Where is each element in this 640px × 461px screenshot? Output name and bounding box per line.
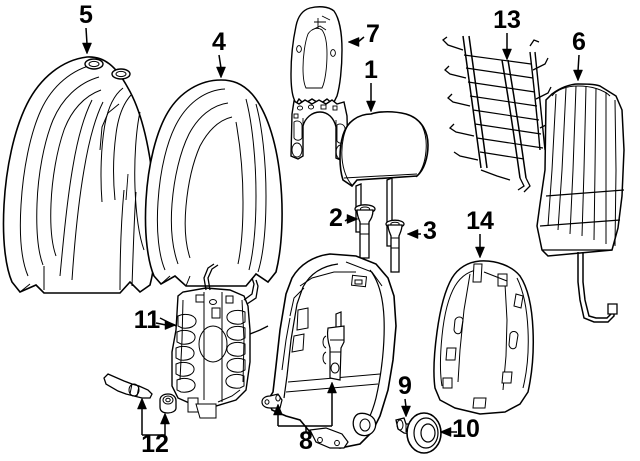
callout-11: 11: [134, 306, 177, 334]
part-lumbar-adjust-rod: [103, 373, 153, 399]
callout-label-4: 4: [212, 28, 226, 56]
part-seat-heating-element: [536, 83, 625, 323]
part-seat-back-wire-spring-mat: [442, 35, 556, 193]
part-headrest-guide-sleeve-right: [385, 219, 405, 273]
part-seat-back-upper-bracket: [290, 6, 349, 162]
callout-label-2: 2: [329, 204, 343, 232]
callout-label-6: 6: [572, 28, 586, 56]
part-headrest-guide-sleeve-left: [354, 204, 376, 259]
part-lumbar-grommet: [159, 393, 177, 414]
callout-label-8: 8: [299, 427, 313, 455]
callout-13: 13: [493, 6, 521, 61]
callout-14: 14: [466, 207, 494, 259]
callout-label-1: 1: [364, 56, 378, 84]
part-recliner-handle-cap: [406, 412, 442, 454]
part-seat-back-foam-cushion: [144, 79, 283, 287]
callout-3: 3: [406, 217, 437, 245]
callout-label-3: 3: [423, 217, 437, 245]
callout-label-11: 11: [134, 306, 161, 334]
callout-label-12: 12: [141, 430, 169, 458]
callout-4: 4: [212, 28, 226, 79]
part-seat-back-frame: [261, 253, 397, 449]
callout-6: 6: [572, 28, 586, 82]
callout-8: 8: [273, 381, 337, 455]
callout-9: 9: [398, 372, 412, 418]
callout-label-13: 13: [493, 6, 521, 34]
callout-label-14: 14: [466, 207, 494, 235]
part-headrest-assembly: [339, 110, 429, 247]
callout-10: 10: [439, 415, 480, 443]
callout-1: 1: [364, 56, 378, 113]
part-lumbar-support-panel: [159, 263, 269, 419]
callout-label-7: 7: [366, 20, 380, 48]
callout-7: 7: [347, 20, 380, 48]
callout-label-10: 10: [452, 415, 480, 443]
callout-label-9: 9: [398, 372, 412, 400]
callout-12: 12: [137, 397, 170, 458]
callout-5: 5: [79, 1, 93, 55]
callout-label-5: 5: [79, 1, 93, 29]
part-seat-back-trim-panel: [433, 260, 534, 415]
part-seat-back-cover: [2, 56, 157, 294]
callout-2: 2: [329, 204, 359, 232]
